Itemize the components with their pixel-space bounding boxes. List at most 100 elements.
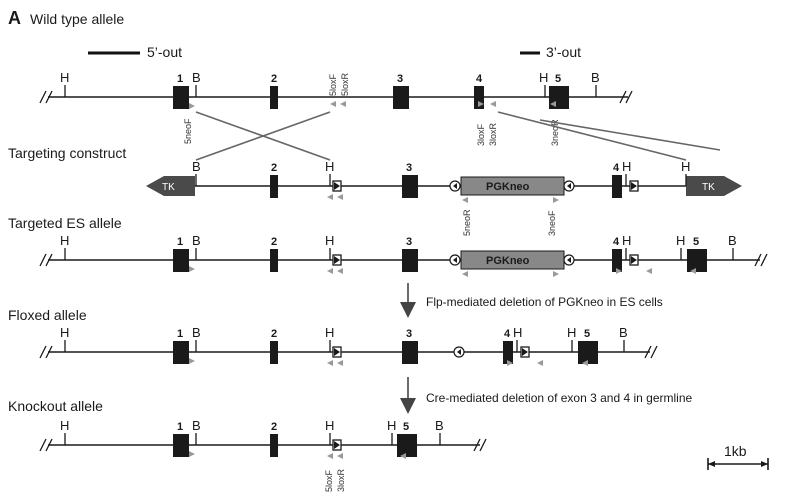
wt-primer-3loxR: 3loxR: [488, 122, 498, 146]
targeted-es-row: H B H H H B 1 2 3 4 5 PGKneo: [39, 233, 768, 277]
title-floxed: Floxed allele: [8, 307, 87, 323]
es-exon-1: [173, 249, 189, 272]
tc-exon-3-label: 3: [406, 162, 412, 174]
wt-primer-5neoF: 5neoF: [183, 118, 193, 144]
tc-site-b: B: [192, 159, 201, 174]
tc-site-h3: H: [681, 159, 690, 174]
wt-primer-5loxF: 5loxF: [328, 73, 338, 96]
es-exon-5: [687, 249, 707, 272]
fl-exon-3-label: 3: [406, 328, 412, 340]
es-exon-4-label: 4: [613, 236, 620, 248]
fl-exon-1-label: 1: [177, 328, 183, 340]
tc-primer-5neoR: 5neoR: [462, 209, 472, 236]
wt-exon-1-label: 1: [177, 73, 183, 85]
scale-bar-label: 1kb: [724, 443, 747, 459]
es-exon-4: [612, 249, 622, 272]
tc-exon-2-label: 2: [271, 162, 277, 174]
title-knockout: Knockout allele: [8, 398, 103, 414]
wt-site-b1: B: [192, 70, 201, 85]
fl-site-b1: B: [192, 325, 201, 340]
wt-exon-2: [270, 86, 278, 109]
tc-tk-right-label: TK: [702, 182, 715, 193]
ko-site-h1: H: [60, 418, 69, 433]
ko-site-b1: B: [192, 418, 201, 433]
scale-bar: 1kb: [707, 443, 769, 470]
tc-exon-4-label: 4: [613, 162, 620, 174]
es-site-b1: B: [192, 233, 201, 248]
tc-site-h2: H: [622, 159, 631, 174]
ko-primer-5loxF: 5loxF: [324, 469, 334, 492]
tc-pgkneo-label: PGKneo: [486, 181, 530, 193]
es-exon-3-label: 3: [406, 236, 412, 248]
ko-exon-5: [397, 434, 417, 457]
wt-exon-3: [393, 86, 409, 109]
es-exon-3: [402, 249, 418, 272]
wt-exon-5-label: 5: [555, 73, 561, 85]
fl-exon-2: [270, 341, 278, 364]
tc-tk-left-label: TK: [162, 182, 175, 193]
cre-step-text: Cre-mediated deletion of exon 3 and 4 in…: [426, 391, 692, 405]
wt-primer-3neoR: 3neoR: [550, 119, 560, 146]
tc-tk-left: [146, 176, 195, 196]
probe-5out-label: 5’-out: [147, 44, 182, 60]
wt-exon-4-label: 4: [476, 73, 483, 85]
ko-exon-2: [270, 434, 278, 457]
crossover-lines: [195, 111, 721, 161]
ko-exon-1-label: 1: [177, 421, 183, 433]
wt-exon-5: [549, 86, 569, 109]
es-site-h4: H: [676, 233, 685, 248]
ko-exon-5-label: 5: [403, 421, 409, 433]
wt-site-b2: B: [591, 70, 600, 85]
fl-exon-3: [402, 341, 418, 364]
fl-exon-4-label: 4: [504, 328, 511, 340]
tc-exon-2: [270, 175, 278, 198]
wt-exon-2-label: 2: [271, 73, 277, 85]
ko-site-h2: H: [325, 418, 334, 433]
es-exon-5-label: 5: [693, 236, 699, 248]
flp-step-text: Flp-mediated deletion of PGKneo in ES ce…: [426, 295, 663, 309]
ko-primer-3loxR: 3loxR: [336, 468, 346, 492]
fl-exon-5: [578, 341, 598, 364]
wt-site-h1: H: [60, 70, 69, 85]
fl-site-h2: H: [325, 325, 334, 340]
fl-exon-4: [503, 341, 513, 364]
wt-site-h2: H: [539, 70, 548, 85]
title-targeting-construct: Targeting construct: [8, 145, 126, 161]
es-site-h2: H: [325, 233, 334, 248]
wt-exon-1: [173, 86, 189, 109]
es-exon-2: [270, 249, 278, 272]
targeting-construct-row: TK TK B H H H 2 3 4 PGKneo 5neoR: [146, 159, 742, 236]
es-exon-2-label: 2: [271, 236, 277, 248]
fl-exon-1: [173, 341, 189, 364]
es-pgkneo-label: PGKneo: [486, 255, 530, 267]
fl-exon-2-label: 2: [271, 328, 277, 340]
floxed-row: H B H H H B 1 2 3 4 5: [39, 325, 658, 366]
es-site-b2: B: [728, 233, 737, 248]
fl-site-h3: H: [513, 325, 522, 340]
tc-primer-3neoF: 3neoF: [547, 210, 557, 236]
wt-exon-3-label: 3: [397, 73, 403, 85]
knockout-row: H B H H B 1 2 5 5loxF 3loxR: [39, 418, 487, 492]
wt-break-right: [619, 90, 633, 104]
es-exon-1-label: 1: [177, 236, 183, 248]
es-site-h3: H: [622, 233, 631, 248]
ko-exon-1: [173, 434, 189, 457]
tc-exon-4: [612, 175, 622, 198]
title-wild-type: Wild type allele: [30, 11, 124, 27]
ko-site-h3: H: [387, 418, 396, 433]
wt-primer-5loxR: 5loxR: [340, 72, 350, 96]
wt-primer-3loxF: 3loxF: [476, 123, 486, 146]
wild-type-row: H B H B 1 2 3 4 5 5neoF 5loxF 5loxR 3lox…: [39, 70, 633, 146]
ko-exon-2-label: 2: [271, 421, 277, 433]
probe-3out-label: 3’-out: [546, 44, 581, 60]
ko-site-b2: B: [435, 418, 444, 433]
fl-site-h1: H: [60, 325, 69, 340]
tc-tk-right: [686, 176, 742, 196]
title-targeted-es: Targeted ES allele: [8, 215, 122, 231]
fl-site-h4: H: [567, 325, 576, 340]
es-site-h1: H: [60, 233, 69, 248]
tc-site-h1: H: [325, 159, 334, 174]
fl-exon-5-label: 5: [584, 328, 590, 340]
panel-label: A: [8, 8, 21, 28]
